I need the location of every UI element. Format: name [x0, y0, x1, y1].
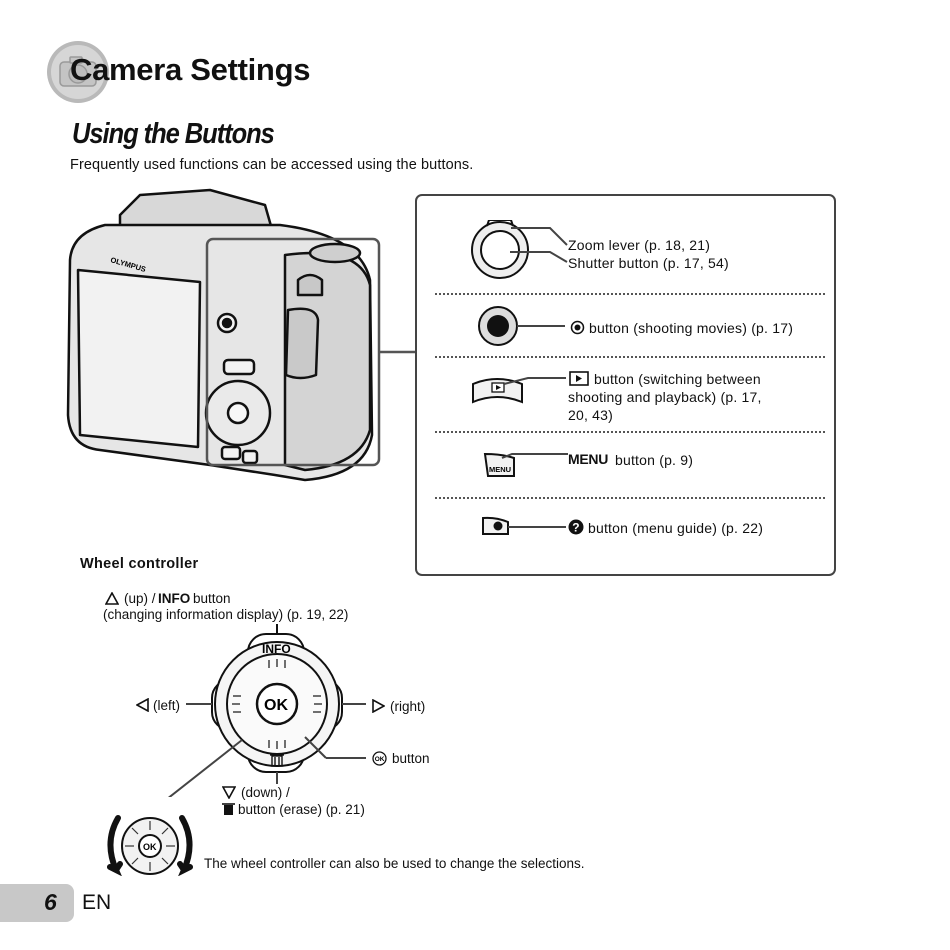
- playback-icon: [569, 371, 589, 386]
- ok-button-label: button: [392, 751, 430, 766]
- left-label: (left): [153, 698, 180, 713]
- divider: [435, 431, 825, 433]
- right-label: (right): [390, 699, 426, 714]
- camera-illustration: OLYMPUS: [66, 188, 417, 482]
- page-language: EN: [82, 891, 112, 914]
- wheel-note: The wheel controller can also be used to…: [204, 856, 585, 871]
- camera-chapter-icon: [47, 41, 109, 103]
- rotate-wheel-icon: OK: [107, 815, 193, 876]
- playback-button-label-3: 20, 43): [568, 407, 613, 423]
- playback-button-label-2: shooting and playback) (p. 17,: [568, 389, 762, 405]
- down-triangle-icon: [222, 786, 236, 799]
- menu-word: MENU: [568, 451, 609, 467]
- up-description: (changing information display) (p. 19, 2…: [103, 607, 349, 622]
- down-description: button (erase) (p. 21): [238, 802, 365, 817]
- down-label: (down) /: [241, 785, 290, 800]
- menu-guide-label: button (menu guide) (p. 22): [588, 520, 764, 536]
- ok-button-icon: OK: [372, 751, 387, 766]
- intro-text: Frequently used functions can be accesse…: [70, 157, 474, 173]
- zoom-lever-label: Zoom lever (p. 18, 21): [568, 237, 711, 253]
- chapter-title: Camera Settings: [70, 52, 311, 87]
- up-button-word: button: [193, 591, 231, 606]
- buttons-panel: [415, 194, 836, 576]
- svg-text:MENU: MENU: [489, 465, 511, 474]
- svg-text:?: ?: [572, 521, 579, 535]
- wheel-controller-diagram: INFO OK: [167, 624, 366, 797]
- menu-button-label: button (p. 9): [615, 452, 694, 468]
- up-label: (up) /: [124, 591, 156, 606]
- svg-text:OK: OK: [375, 756, 385, 763]
- movie-button-label: button (shooting movies) (p. 17): [589, 320, 794, 336]
- movie-record-icon: [570, 320, 585, 335]
- playback-button-label-1: button (switching between: [594, 371, 761, 387]
- divider: [435, 497, 825, 499]
- erase-icon: [222, 803, 235, 815]
- divider: [435, 356, 825, 358]
- playback-button-icon: [472, 377, 566, 404]
- left-triangle-icon: [136, 698, 149, 712]
- trash-icon: [270, 754, 284, 767]
- divider: [435, 293, 825, 295]
- right-triangle-icon: [372, 699, 385, 713]
- movie-button-icon: [478, 306, 565, 346]
- up-info-word: INFO: [158, 591, 191, 606]
- section-title: Using the Buttons: [72, 118, 275, 150]
- menu-guide-button-icon: [482, 516, 566, 535]
- shutter-zoom-icon: [471, 220, 568, 279]
- up-triangle-icon: [105, 592, 119, 605]
- page-number: 6: [44, 889, 57, 915]
- shutter-button-label: Shutter button (p. 17, 54): [568, 255, 729, 271]
- wheel-controller-heading: Wheel controller: [80, 556, 199, 572]
- wheel-info-label: INFO: [262, 642, 291, 656]
- svg-text:OK: OK: [143, 842, 157, 852]
- help-icon: ?: [568, 519, 584, 535]
- wheel-ok-label: OK: [264, 697, 288, 714]
- page-tab: [0, 884, 74, 922]
- menu-button-icon: MENU: [483, 452, 568, 477]
